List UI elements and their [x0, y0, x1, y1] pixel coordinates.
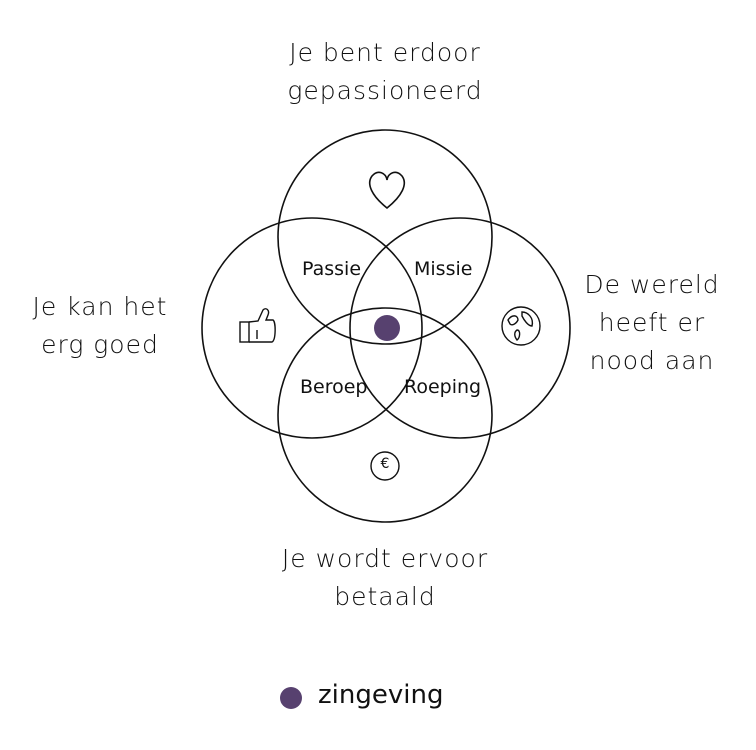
region-beroep: Beroep — [300, 376, 368, 398]
label-paid: Je wordt ervoor betaald — [228, 540, 542, 616]
circle-skill — [201, 217, 423, 439]
label-skill: Je kan het erg goed — [20, 288, 180, 364]
circle-passion — [277, 129, 493, 345]
thumbs-up-icon — [239, 308, 276, 343]
legend-label: zingeving — [318, 680, 444, 710]
region-missie: Missie — [414, 258, 473, 280]
euro-symbol: € — [380, 456, 390, 472]
legend-dot — [280, 687, 302, 709]
label-line: erg goed — [41, 330, 159, 359]
region-roeping: Roeping — [404, 376, 482, 398]
circle-world-need — [349, 217, 571, 439]
label-world-need: De wereld heeft er nood aan — [582, 266, 722, 380]
label-line: heeft er — [598, 308, 706, 337]
region-passie: Passie — [302, 258, 362, 280]
label-line: gepassioneerd — [287, 76, 483, 105]
label-line: Je kan het — [32, 292, 168, 321]
label-line: De wereld — [584, 270, 720, 299]
heart-icon — [368, 171, 406, 210]
euro-coin-icon — [370, 451, 400, 481]
label-line: nood aan — [589, 346, 715, 375]
label-passion: Je bent erdoor gepassioneerd — [228, 34, 542, 110]
label-line: Je wordt ervoor — [281, 544, 489, 573]
center-dot-zingeving — [374, 315, 400, 341]
label-line: Je bent erdoor — [289, 38, 481, 67]
label-line: betaald — [334, 582, 436, 611]
circle-paid — [277, 307, 493, 523]
globe-icon — [501, 306, 541, 346]
